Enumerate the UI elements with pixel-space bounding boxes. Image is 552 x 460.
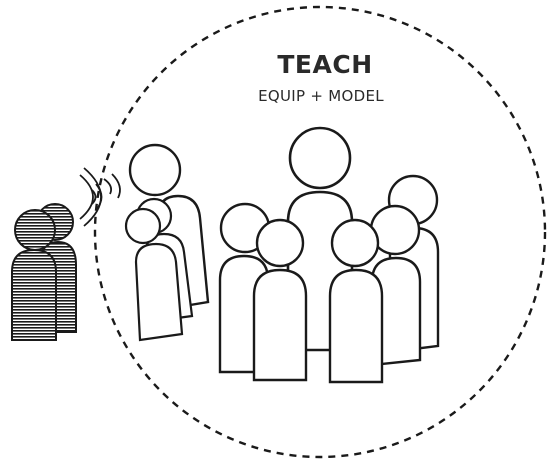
diagram-subtitle: EQUIP + MODEL [258, 87, 384, 105]
listening-waves-icon [79, 167, 121, 227]
outside-person-front [11, 209, 57, 341]
group-center-person-front-left [252, 218, 308, 382]
group-left-person-front [124, 207, 184, 342]
diagram-title: TEACH [277, 50, 373, 79]
group-center-person-front-right [328, 218, 384, 384]
group-center-person-right-middle [369, 204, 422, 367]
dashed-boundary-circle [93, 5, 547, 459]
